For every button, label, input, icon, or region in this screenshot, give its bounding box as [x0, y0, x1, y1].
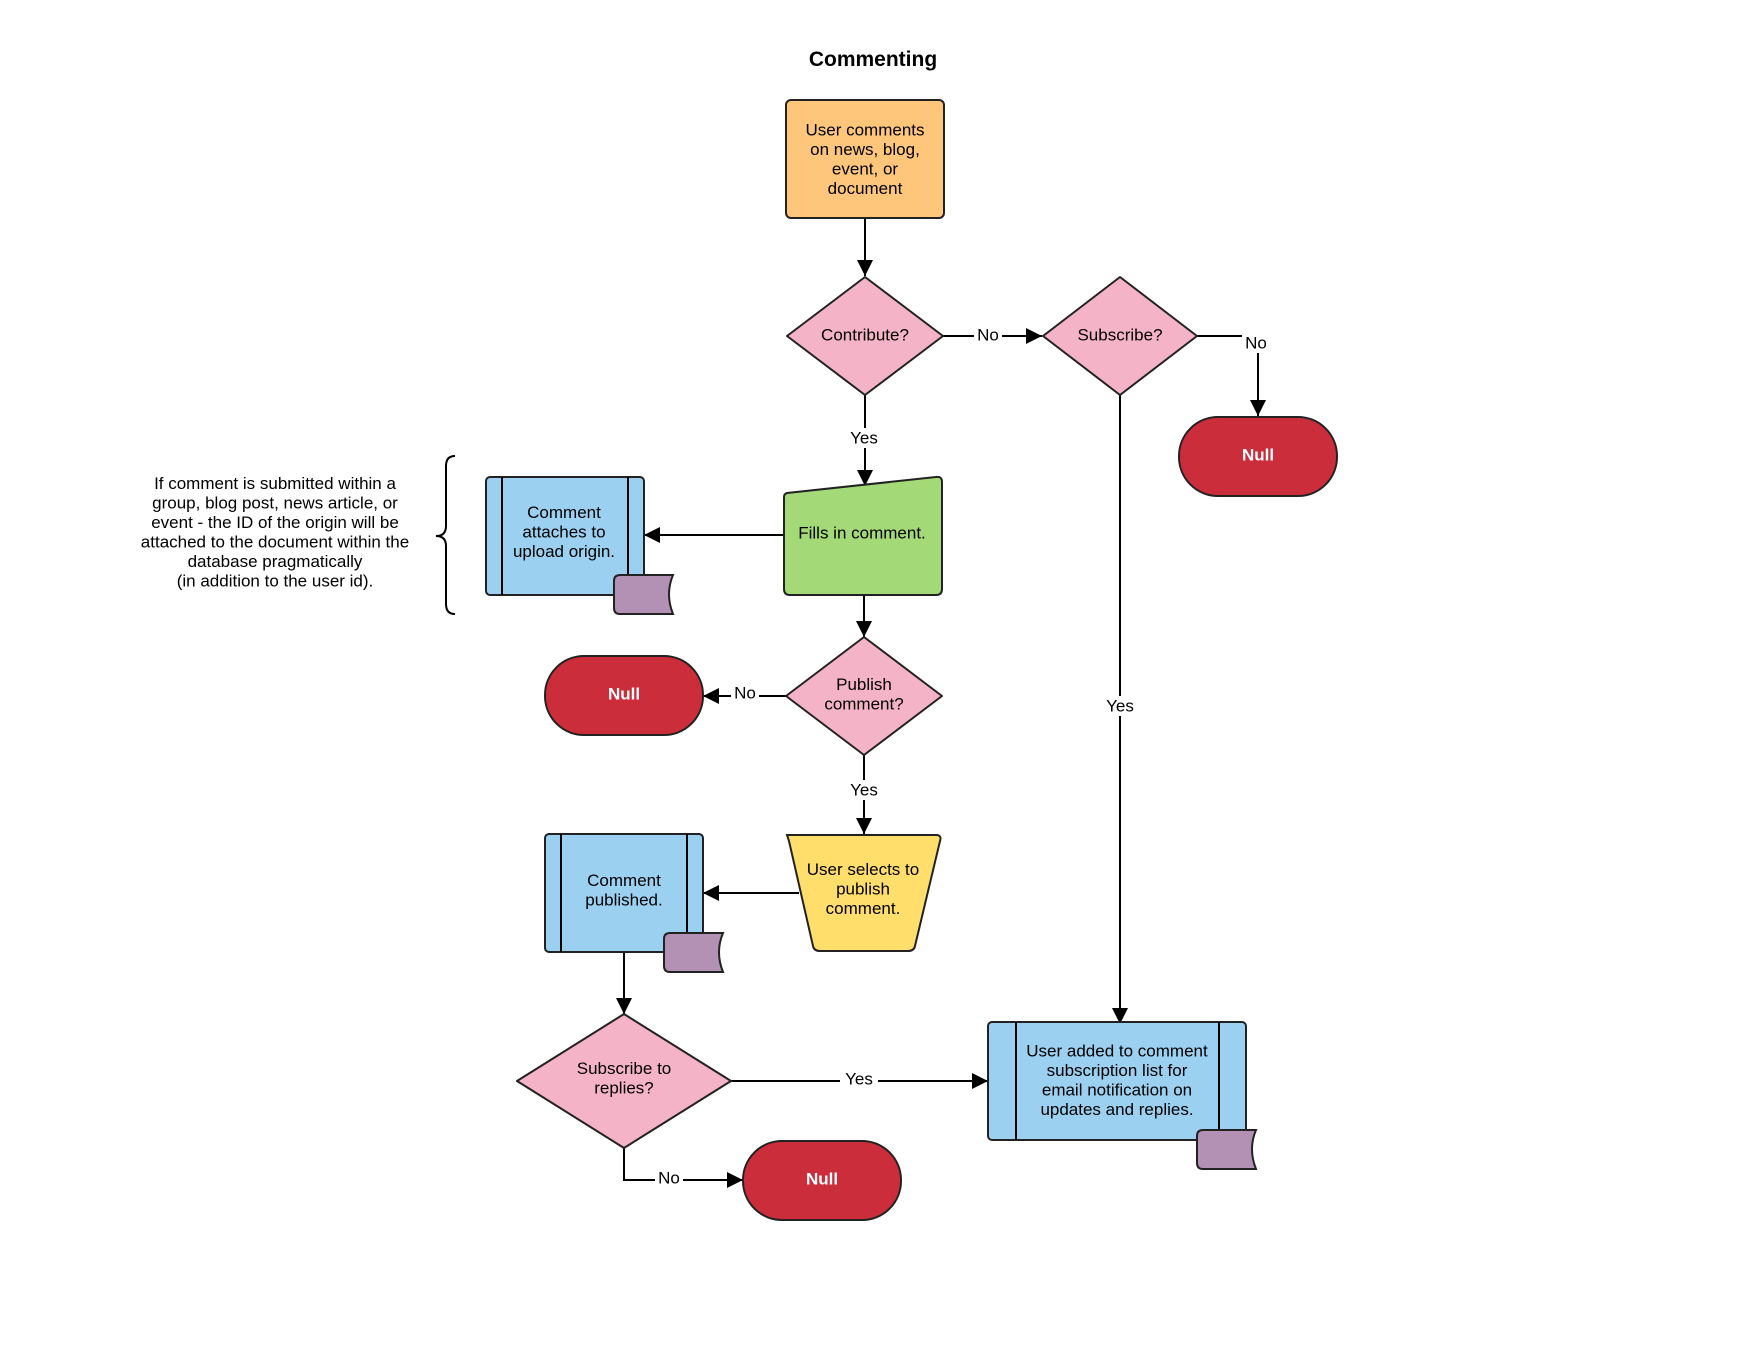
null-terminator-2 [544, 655, 704, 736]
node-fills-in: Fills in comment. [783, 475, 943, 596]
user-added-box [987, 1021, 1247, 1141]
text-line: email notification on [1042, 1080, 1192, 1099]
text-line: Comment [587, 871, 661, 890]
user-selects-shape [785, 834, 942, 952]
text-line: User selects to [807, 860, 919, 879]
text-line: replies? [594, 1078, 654, 1097]
text-line: comment. [826, 899, 901, 918]
label-contribute-no: No [977, 326, 999, 345]
user-added-doc-tab-icon [1196, 1129, 1258, 1170]
text-line: published. [585, 890, 663, 909]
text-line: Fills in comment. [798, 524, 926, 543]
contribute-label: Contribute? [821, 326, 909, 345]
label-replies-no: No [658, 1169, 680, 1188]
node-contribute-decision: Contribute? [786, 276, 944, 396]
publish-diamond [785, 636, 943, 756]
text-line: Subscribe to [577, 1059, 672, 1078]
label-subscribe-no: No [1245, 334, 1267, 353]
start-box [785, 99, 945, 219]
text-line: attaches to [522, 523, 605, 542]
text-line: database pragmatically [188, 552, 363, 571]
null-terminator-3 [742, 1140, 902, 1221]
fills-in-shape [783, 475, 943, 596]
text-line: Subscribe? [1077, 326, 1162, 345]
fills-in-label: Fills in comment. [798, 524, 926, 543]
text-line: upload origin. [513, 542, 615, 561]
attaches-doc-tab-icon [613, 574, 675, 615]
null-terminator-1 [1178, 416, 1338, 497]
null-label-3: Null [806, 1170, 838, 1189]
node-null-replies: Null [742, 1140, 902, 1221]
text-line: group, blog post, news article, or [152, 493, 398, 512]
edge-labels: No No Yes Yes No Yes Yes No [655, 325, 1274, 1188]
null-label-1: Null [1242, 446, 1274, 465]
text-line: event - the ID of the origin will be [151, 513, 399, 532]
text-line: Null [1242, 446, 1274, 465]
label-publish-no: No [734, 684, 756, 703]
text-line: on news, blog, [810, 140, 920, 159]
text-line: (in addition to the user id). [177, 571, 374, 590]
node-null-subscribe: Null [1178, 416, 1338, 497]
attaches-box [485, 476, 645, 596]
edge-replies-no [623, 1148, 743, 1188]
published-doc-tab-icon [663, 932, 725, 973]
text-line: Null [608, 685, 640, 704]
text-line: Null [806, 1170, 838, 1189]
node-subscribe-decision: Subscribe? [1042, 276, 1198, 396]
text-line: publish [836, 880, 890, 899]
text-line: document [828, 179, 903, 198]
text-line: comment? [824, 694, 903, 713]
text-line: event, or [832, 159, 898, 178]
contribute-diamond [786, 276, 944, 396]
subscribe-label: Subscribe? [1077, 326, 1162, 345]
text-line: attached to the document within the [141, 532, 409, 551]
null-label-2: Null [608, 685, 640, 704]
text-line: If comment is submitted within a [154, 474, 396, 493]
diagram-title: Commenting [809, 48, 937, 71]
text-line: User added to comment [1026, 1041, 1208, 1060]
published-box [544, 833, 704, 953]
label-contribute-yes: Yes [850, 429, 878, 448]
subscribe-replies-diamond [516, 1013, 732, 1149]
text-line: Publish [836, 675, 892, 694]
note-brace [435, 455, 456, 615]
label-publish-yes: Yes [850, 781, 878, 800]
text-line: subscription list for [1047, 1061, 1188, 1080]
subscribe-diamond [1042, 276, 1198, 396]
label-subscribe-yes: Yes [1106, 697, 1134, 716]
text-line: updates and replies. [1040, 1100, 1193, 1119]
text-line: Comment [527, 503, 601, 522]
text-line: User comments [805, 120, 924, 139]
label-replies-yes: Yes [845, 1070, 873, 1089]
node-null-publish: Null [544, 655, 704, 736]
text-line: Contribute? [821, 326, 909, 345]
